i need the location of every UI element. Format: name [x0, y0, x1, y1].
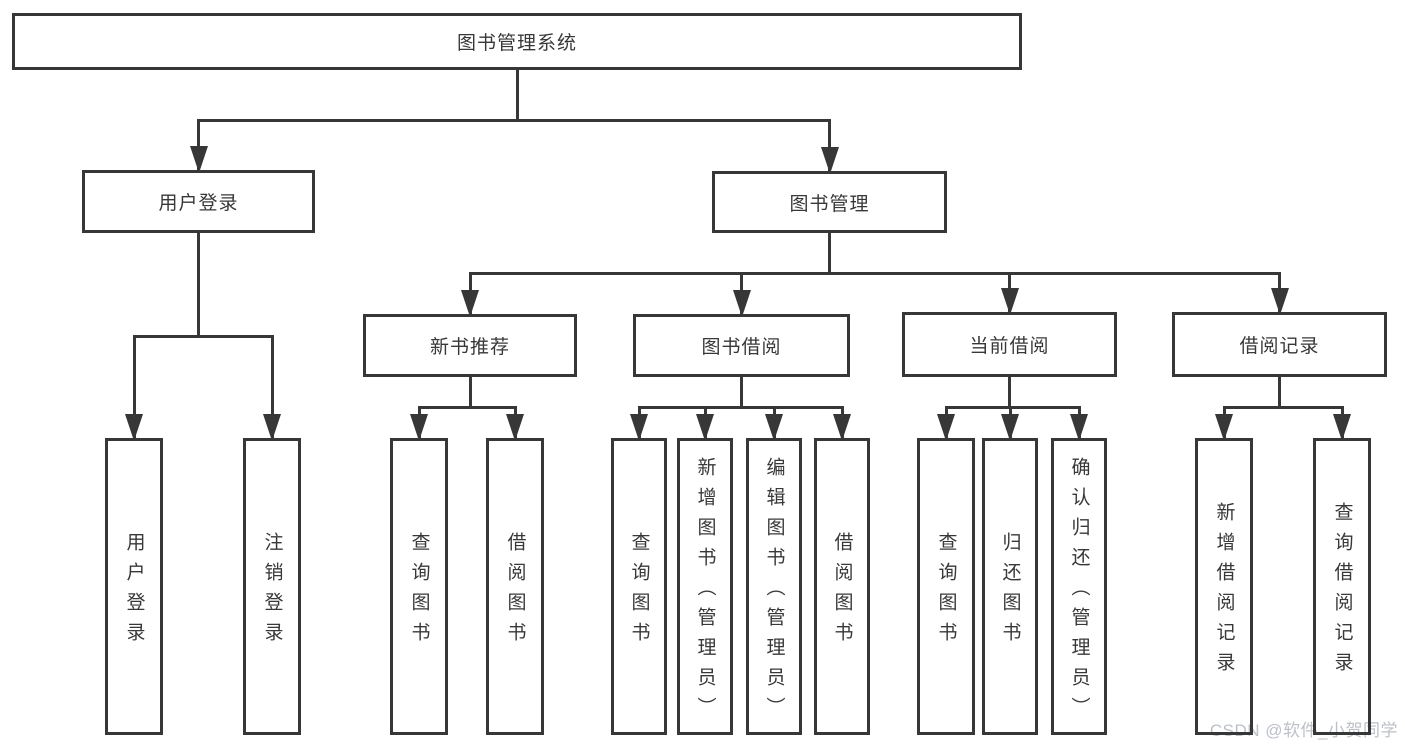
arrow-down-icon: [1333, 414, 1351, 441]
connector-line: [468, 376, 472, 409]
leaf-query-books-borrowing-label: 查询图书: [628, 532, 650, 652]
connector-line: [637, 405, 844, 409]
library-management-system-label: 图书管理系统: [456, 33, 577, 54]
arrow-down-icon: [1215, 414, 1233, 441]
leaf-query-books-recommend-label: 查询图书: [408, 532, 430, 652]
leaf-borrow-books-recommend-box: 借阅图书: [486, 438, 544, 735]
leaf-return-books-box: 归还图书: [982, 438, 1038, 735]
connector-line: [132, 334, 274, 338]
book-borrowing-label: 图书借阅: [701, 337, 782, 358]
leaf-query-books-recommend-box: 查询图书: [390, 438, 448, 735]
leaf-borrow-books-recommend-label: 借阅图书: [504, 532, 526, 652]
new-book-recommendation-label: 新书推荐: [429, 337, 510, 358]
arrow-down-icon: [506, 414, 524, 441]
borrowing-records-box: 借阅记录: [1172, 312, 1387, 377]
arrow-down-icon: [1001, 414, 1019, 441]
current-borrowing-label: 当前借阅: [969, 336, 1050, 357]
new-book-recommendation-box: 新书推荐: [363, 314, 577, 377]
leaf-add-books-admin-box: 新增图书（管理员）: [677, 438, 733, 735]
connector-line: [468, 271, 1281, 275]
connector-line: [1222, 405, 1344, 409]
current-borrowing-box: 当前借阅: [902, 312, 1117, 377]
book-borrowing-box: 图书借阅: [633, 314, 850, 377]
leaf-return-books-label: 归还图书: [999, 532, 1021, 652]
leaf-user-login-box: 用户登录: [105, 438, 163, 735]
connector-line: [740, 376, 743, 409]
library-management-system-box: 图书管理系统: [12, 13, 1022, 70]
arrow-down-icon: [820, 147, 839, 174]
leaf-add-borrowing-record-label: 新增借阅记录: [1213, 502, 1235, 682]
arrow-down-icon: [125, 414, 143, 441]
arrow-down-icon: [410, 414, 428, 441]
book-management-module-box: 图书管理: [712, 171, 947, 233]
leaf-edit-books-admin-label: 编辑图书（管理员）: [763, 457, 785, 727]
connector-line: [828, 120, 831, 173]
arrow-down-icon: [1270, 288, 1289, 315]
leaf-logout-label: 注销登录: [261, 532, 283, 652]
arrow-down-icon: [1000, 288, 1019, 315]
user-login-module-box: 用户登录: [82, 170, 315, 233]
connector-line: [1008, 376, 1011, 409]
leaf-borrow-books-borrowing-box: 借阅图书: [814, 438, 870, 735]
arrow-down-icon: [732, 290, 751, 317]
connector-line: [1278, 376, 1281, 409]
book-management-module-label: 图书管理: [789, 193, 870, 215]
leaf-query-books-current-label: 查询图书: [935, 532, 957, 652]
leaf-query-borrowing-record-box: 查询借阅记录: [1313, 438, 1371, 735]
arrow-down-icon: [461, 290, 479, 317]
connector-line: [417, 405, 517, 409]
leaf-user-login-label: 用户登录: [123, 532, 145, 652]
connector-line: [270, 336, 274, 440]
leaf-query-books-current-box: 查询图书: [917, 438, 975, 735]
leaf-logout-box: 注销登录: [243, 438, 301, 735]
connector-line: [132, 336, 136, 440]
leaf-query-borrowing-record-label: 查询借阅记录: [1331, 502, 1353, 682]
leaf-confirm-return-admin-label: 确认归还（管理员）: [1068, 457, 1090, 727]
leaf-add-borrowing-record-box: 新增借阅记录: [1195, 438, 1253, 735]
arrow-down-icon: [630, 414, 648, 441]
connector-line: [197, 118, 831, 122]
leaf-edit-books-admin-box: 编辑图书（管理员）: [746, 438, 802, 735]
connector-line: [515, 69, 519, 122]
leaf-add-books-admin-label: 新增图书（管理员）: [694, 457, 716, 727]
arrow-down-icon: [833, 414, 851, 441]
arrow-down-icon: [263, 414, 281, 441]
arrow-down-icon: [937, 414, 955, 441]
connector-line: [197, 232, 200, 338]
leaf-query-books-borrowing-box: 查询图书: [611, 438, 667, 735]
connector-line: [944, 405, 1081, 409]
user-login-module-label: 用户登录: [158, 193, 239, 214]
arrow-down-icon: [765, 414, 783, 441]
borrowing-records-label: 借阅记录: [1239, 336, 1320, 357]
connector-line: [828, 232, 831, 275]
csdn-watermark: CSDN @软件_小贺同学: [1209, 721, 1398, 740]
leaf-confirm-return-admin-box: 确认归还（管理员）: [1051, 438, 1107, 735]
arrow-down-icon: [696, 414, 714, 441]
leaf-borrow-books-borrowing-label: 借阅图书: [831, 532, 853, 652]
arrow-down-icon: [1070, 414, 1088, 441]
arrow-down-icon: [189, 146, 208, 173]
